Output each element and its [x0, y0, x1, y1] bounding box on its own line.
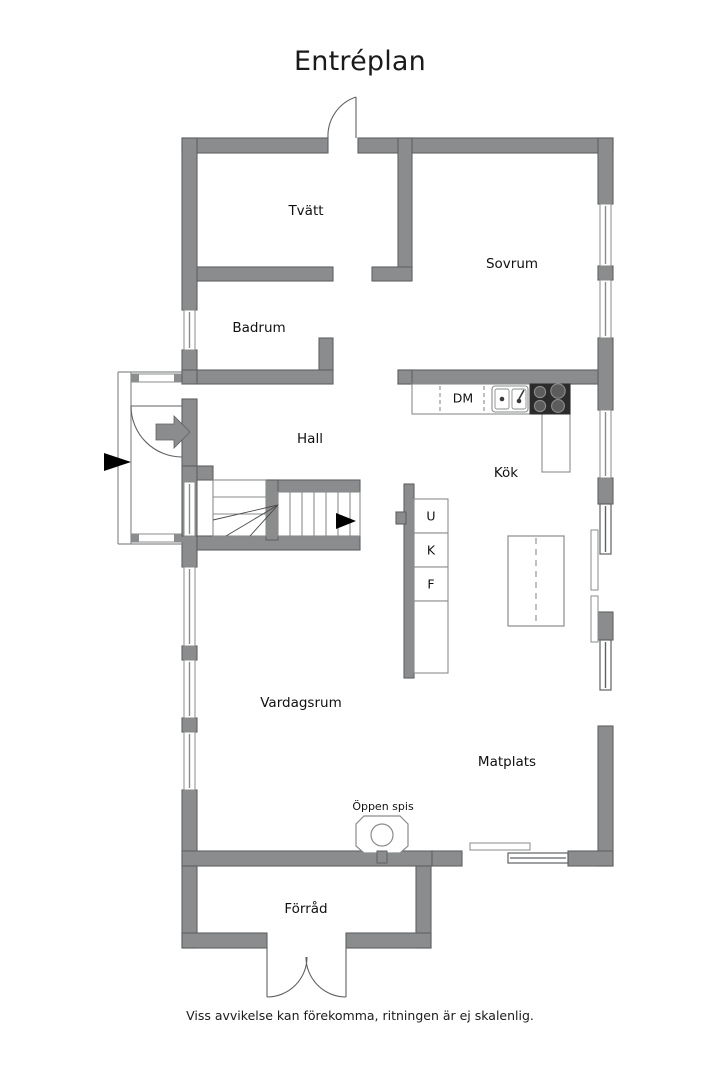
room-label-hall: Hall	[297, 431, 323, 447]
door-entry	[130, 405, 183, 458]
room-label-badrum: Badrum	[232, 320, 285, 336]
stove-icon	[529, 383, 571, 415]
room-label-vardagsrum: Vardagsrum	[260, 695, 341, 711]
sliding-door-bottom	[469, 842, 569, 864]
window-vardagsrum-3	[183, 731, 196, 791]
door-forrad-left	[266, 948, 308, 998]
door-forrad-right	[305, 948, 347, 998]
room-label-kok: Kök	[494, 465, 518, 481]
room-label-matplats: Matplats	[478, 754, 536, 770]
window-sovrum-lower	[599, 279, 612, 339]
doors	[130, 96, 357, 998]
kitchen-counter	[411, 383, 571, 473]
stair-direction-arrow	[336, 513, 356, 529]
cabinet-label-freezer: F	[427, 577, 434, 592]
page-title: Entréplan	[294, 46, 426, 77]
cabinet-label-fridge: K	[427, 543, 436, 558]
door-top	[327, 96, 357, 139]
entry-direction-arrow	[155, 415, 191, 449]
window-badrum	[183, 309, 196, 351]
sliding-door-lower	[590, 595, 612, 691]
cabinet-label-oven: U	[426, 509, 435, 524]
scale-disclaimer: Viss avvikelse kan förekomma, ritningen …	[186, 1008, 534, 1023]
fireplace	[355, 815, 409, 864]
sliding-door-upper	[590, 503, 612, 591]
entry-marker-triangle	[104, 453, 131, 471]
entry-vestibule	[117, 371, 182, 545]
window-hall	[183, 481, 196, 537]
room-label-tvatt: Tvätt	[287, 203, 323, 219]
cabinet-column	[413, 498, 449, 674]
dishwasher-label: DM	[453, 391, 473, 406]
window-vardagsrum-2	[183, 659, 196, 719]
window-vardagsrum-1	[183, 566, 196, 647]
dining-table	[507, 535, 565, 627]
room-label-sovrum: Sovrum	[486, 256, 538, 272]
windows	[183, 203, 612, 864]
sink-icon	[491, 385, 529, 413]
entry-vestibule-window-caps	[131, 374, 182, 542]
room-label-forrad: Förråd	[284, 900, 327, 917]
entry-vestibule-windows	[130, 373, 183, 543]
window-sovrum-upper	[599, 203, 612, 267]
staircase	[212, 479, 361, 537]
fireplace-label: Öppen spis	[352, 800, 414, 813]
window-kok	[599, 409, 612, 479]
